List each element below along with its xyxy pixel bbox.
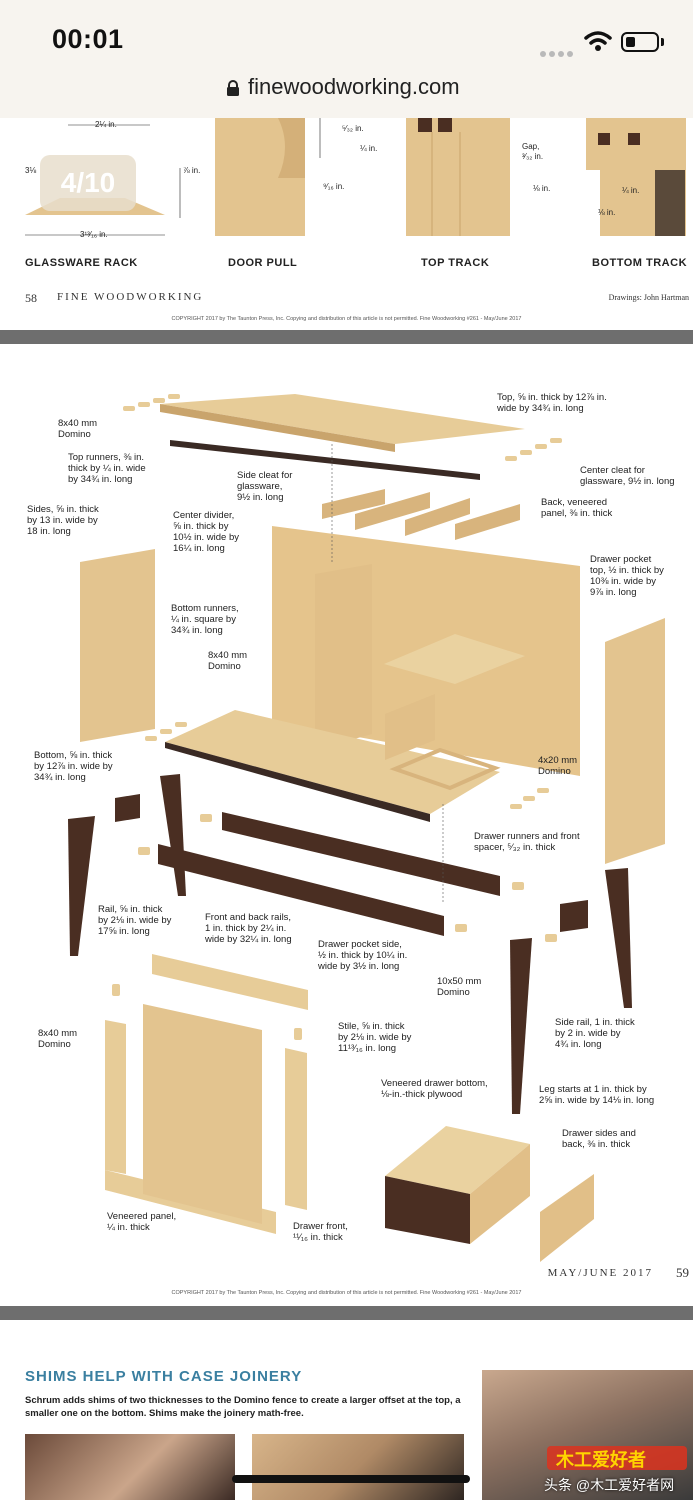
- annotation: Top runners, ⅜ in. thick by ¼ in. wide b…: [68, 452, 146, 485]
- copyright-notice: COPYRIGHT 2017 by The Taunton Press, Inc…: [171, 1290, 522, 1296]
- issue-date: MAY/JUNE 2017: [547, 1267, 653, 1279]
- magazine-name: FINE WOODWORKING: [57, 291, 204, 303]
- annotation: Stile, ⅝ in. thick by 2⅛ in. wide by 11¹…: [338, 1021, 412, 1054]
- section-text: Schrum adds shims of two thicknesses to …: [25, 1395, 461, 1419]
- wifi-icon: [584, 31, 612, 51]
- page-number: 58: [25, 291, 37, 305]
- url-text[interactable]: finewoodworking.com: [248, 74, 460, 99]
- cellular-signal-icon: [540, 44, 576, 62]
- lock-icon: [227, 80, 239, 96]
- dim-label: ⅛ in.: [533, 184, 551, 193]
- dim-label: ³⁄₃₂ in.: [522, 152, 544, 161]
- photo-shim-1: [25, 1434, 235, 1500]
- annotation: Front and back rails, 1 in. thick by 2¼ …: [205, 912, 292, 945]
- dim-label: ⅛ in.: [598, 208, 616, 217]
- watermark-text: 头条 @木工爱好者网: [544, 1477, 675, 1493]
- annotation: Drawer front, ¹¹⁄₁₆ in. thick: [293, 1221, 348, 1243]
- dim-label: ¼ in.: [360, 144, 378, 153]
- annotation: Side rail, 1 in. thick by 2 in. wide by …: [555, 1017, 635, 1050]
- page-counter-badge: 4/10: [40, 155, 136, 211]
- diagram-label: TOP TRACK: [421, 257, 490, 269]
- annotation: Side cleat for glassware, 9½ in. long: [237, 470, 293, 503]
- annotation: Bottom, ⅝ in. thick by 12⅞ in. wide by 3…: [34, 750, 113, 783]
- annotation: Center cleat for glassware, 9½ in. long: [580, 465, 675, 487]
- annotation: Veneered drawer bottom, ⅛-in.-thick plyw…: [381, 1078, 488, 1100]
- dim-label: Gap,: [522, 142, 540, 151]
- section-title: SHIMS HELP WITH CASE JOINERY: [25, 1368, 303, 1385]
- page-divider: [0, 330, 693, 344]
- status-time: 00:01: [52, 24, 124, 54]
- browser-address-bar[interactable]: [0, 70, 693, 118]
- annotation: Back, veneered panel, ⅜ in. thick: [541, 497, 613, 519]
- annotation: Veneered panel, ¼ in. thick: [107, 1211, 177, 1233]
- dim-label: 3¹³⁄₁₆ in.: [80, 230, 108, 239]
- annotation: Bottom runners, ¼ in. square by 34¾ in. …: [171, 603, 239, 636]
- diagram-label: DOOR PULL: [228, 257, 298, 269]
- annotation: 8x40 mm Domino: [208, 650, 248, 672]
- copyright-notice: COPYRIGHT 2017 by The Taunton Press, Inc…: [171, 316, 522, 322]
- dim-label: ⁵⁄₃₂ in.: [342, 124, 364, 133]
- annotation: 4x20 mm Domino: [538, 755, 578, 777]
- annotation: Drawer sides and back, ⅜ in. thick: [562, 1128, 636, 1150]
- annotation: Drawer runners and front spacer, ⁵⁄₃₂ in…: [474, 831, 580, 853]
- annotation: Top, ⅝ in. thick by 12⅞ in. wide by 34¾ …: [497, 392, 607, 414]
- drawing-credit: Drawings: John Hartman: [608, 293, 689, 302]
- annotation: Sides, ⅝ in. thick by 13 in. wide by 18 …: [27, 504, 99, 537]
- annotation: Drawer pocket top, ½ in. thick by 10⅜ in…: [590, 554, 664, 598]
- dim-label: ⅞ in.: [183, 166, 201, 175]
- photo-domino-tool: [482, 1370, 693, 1500]
- annotation: 8x40 mm Domino: [58, 418, 98, 440]
- home-indicator[interactable]: [232, 1475, 470, 1483]
- watermark-logo-text: 木工爱好者: [556, 1450, 646, 1470]
- page-divider: [0, 1306, 693, 1320]
- status-bar: [0, 0, 693, 70]
- photo-shim-2: [252, 1434, 464, 1500]
- magazine-page-58: [0, 118, 693, 338]
- annotation: Leg starts at 1 in. thick by 2⅝ in. wide…: [539, 1084, 655, 1106]
- annotation: Center divider, ⅝ in. thick by 10½ in. w…: [173, 510, 240, 554]
- diagram-label: GLASSWARE RACK: [25, 257, 138, 269]
- exploded-cabinet-drawing: [68, 394, 665, 1262]
- dim-label: 3⅛: [25, 166, 37, 175]
- battery-icon: [621, 32, 659, 52]
- annotation: 8x40 mm Domino: [38, 1028, 78, 1050]
- dim-label: ⁹⁄₁₆ in.: [323, 182, 345, 191]
- watermark-logo-icon: [547, 1446, 687, 1470]
- annotation: 10x50 mm Domino: [437, 976, 482, 998]
- annotation: Drawer pocket side, ½ in. thick by 10¼ i…: [318, 939, 408, 972]
- annotation: Rail, ⅝ in. thick by 2⅛ in. wide by 17⅝ …: [98, 904, 172, 937]
- dim-label: ¼ in.: [622, 186, 640, 195]
- diagram-label: BOTTOM TRACK: [592, 257, 688, 269]
- page-number: 59: [676, 1265, 689, 1280]
- dim-label: 2¼ in.: [95, 120, 117, 129]
- battery-tip: [661, 38, 664, 46]
